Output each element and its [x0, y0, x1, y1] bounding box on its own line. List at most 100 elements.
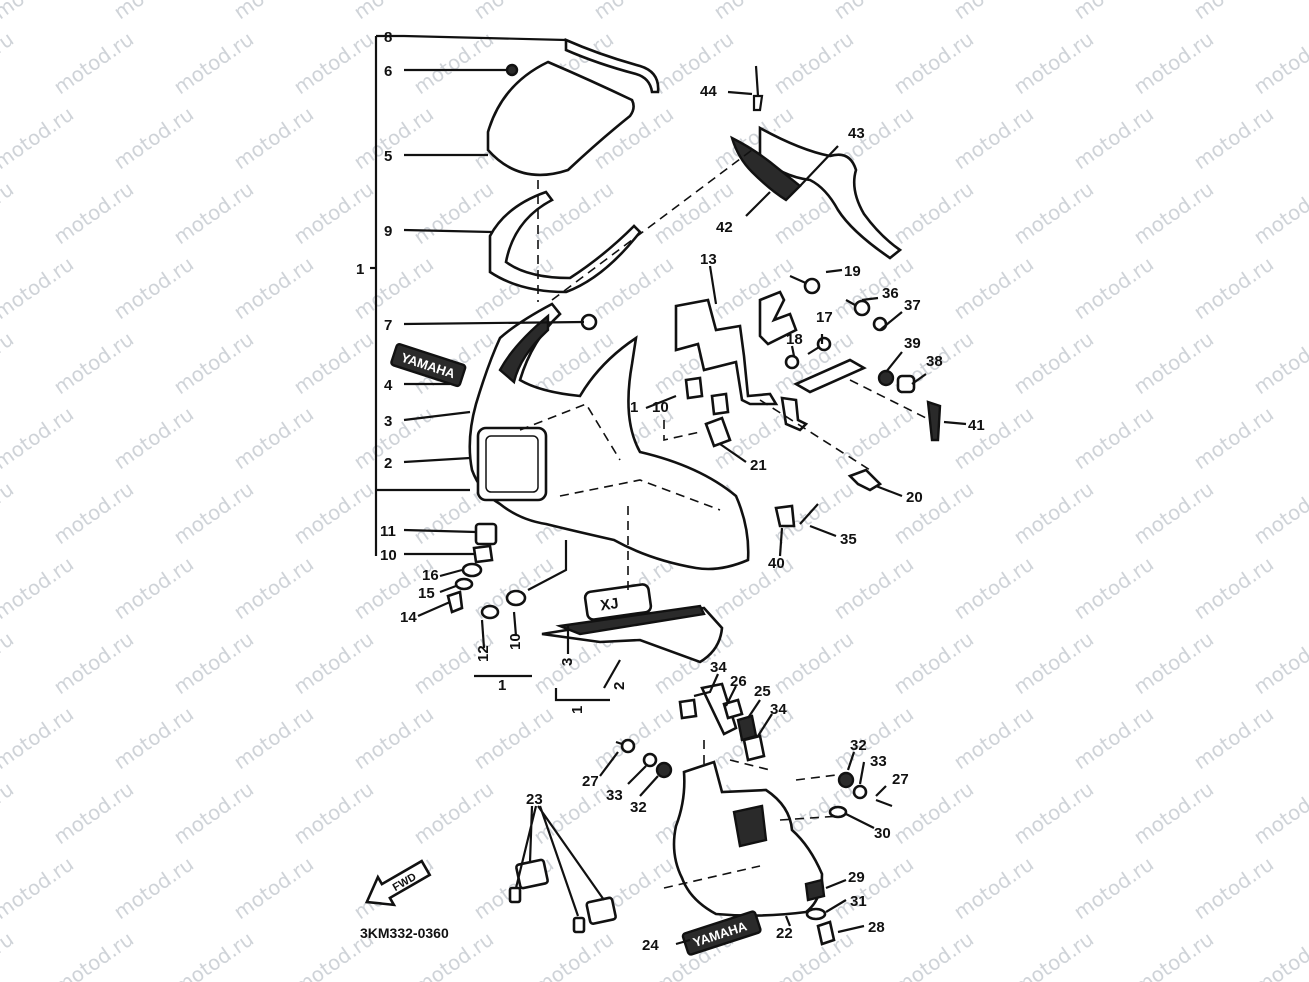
watermark-text: motod.ru [1249, 477, 1309, 549]
screw-27-right [875, 798, 893, 808]
watermark-text: motod.ru [1069, 0, 1158, 24]
watermark-text: motod.ru [1129, 177, 1218, 249]
clip-21 [704, 416, 732, 448]
watermark-text: motod.ru [709, 0, 798, 24]
clip-10-upper [684, 376, 704, 400]
watermark-text: motod.ru [769, 627, 858, 699]
watermark-text: motod.ru [169, 27, 258, 99]
watermark-text: motod.ru [1009, 777, 1098, 849]
watermark-text: motod.ru [109, 852, 198, 924]
washer-33-left [642, 752, 658, 768]
watermark-text: motod.ru [1249, 27, 1309, 99]
watermark-text: motod.ru [1069, 552, 1158, 624]
bolt-17-head [816, 336, 832, 352]
decal-23-b [585, 896, 617, 925]
watermark-text: motod.ru [1069, 852, 1158, 924]
headlight-window-inner [485, 435, 539, 493]
screw-28 [816, 920, 836, 946]
watermark-text: motod.ru [949, 0, 1038, 24]
damper-10 [505, 589, 527, 607]
watermark-text: motod.ru [889, 177, 978, 249]
watermark-text: motod.ru [1249, 177, 1309, 249]
watermark-text: motod.ru [229, 252, 318, 324]
decal-23-d [572, 916, 586, 934]
callout-2-panel: 2 [611, 682, 628, 690]
mirror-base [730, 135, 802, 202]
watermark-text: motod.ru [169, 627, 258, 699]
watermark-text: motod.ru [169, 327, 258, 399]
grommet-7 [580, 313, 598, 331]
watermark-text: motod.ru [0, 702, 78, 774]
windscreen-trim [488, 190, 642, 294]
watermark-text: motod.ru [349, 402, 438, 474]
washer-37 [872, 316, 888, 332]
callout-1-left: 1 [498, 677, 506, 694]
cowling-stay [674, 298, 779, 406]
clip-34-a [678, 698, 698, 720]
watermark-text: motod.ru [1009, 627, 1098, 699]
callout-26: 26 [730, 673, 747, 690]
watermark-text: motod.ru [49, 177, 138, 249]
watermark-text: motod.ru [949, 852, 1038, 924]
callout-35: 35 [840, 531, 857, 548]
watermark-text: motod.ru [0, 852, 78, 924]
watermark-text: motod.ru [1009, 927, 1098, 982]
watermark-text: motod.ru [1189, 552, 1278, 624]
callout-40: 40 [768, 555, 785, 572]
callout-25: 25 [754, 683, 771, 700]
watermark-text: motod.ru [949, 702, 1038, 774]
washer-30 [828, 805, 848, 819]
side-panel [541, 606, 724, 664]
watermark-text: motod.ru [169, 477, 258, 549]
watermark-text: motod.ru [1189, 402, 1278, 474]
watermark-text: motod.ru [889, 627, 978, 699]
watermark-text: motod.ru [289, 627, 378, 699]
callout-2: 2 [384, 455, 392, 472]
nut-32-right [837, 771, 855, 789]
bolt-35 [799, 503, 819, 525]
callout-18: 18 [786, 331, 803, 348]
watermark-text: motod.ru [169, 177, 258, 249]
watermark-text: motod.ru [1189, 252, 1278, 324]
callout-19: 19 [844, 263, 861, 280]
leader-lines [370, 34, 967, 946]
damper-38 [896, 374, 916, 394]
callout-41: 41 [968, 417, 985, 434]
yamaha-decal-lower: YAMAHA [681, 910, 762, 956]
callout-37: 37 [904, 297, 921, 314]
watermark-text: motod.ru [109, 402, 198, 474]
callout-32-left: 32 [630, 799, 647, 816]
callout-28: 28 [868, 919, 885, 936]
watermark-text: motod.ru [829, 552, 918, 624]
callout-11: 11 [380, 523, 396, 540]
watermark-text: motod.ru [1129, 927, 1218, 982]
watermark-text: motod.ru [1069, 252, 1158, 324]
watermark-text: motod.ru [49, 627, 138, 699]
watermark-text: motod.ru [49, 477, 138, 549]
callout-39: 39 [904, 335, 921, 352]
cowling-hidden-edge [519, 403, 621, 461]
watermark-text: motod.ru [109, 552, 198, 624]
washer-33-right [852, 784, 868, 800]
callout-31: 31 [850, 893, 867, 910]
callout-7: 7 [384, 317, 392, 334]
watermark-text: motod.ru [1249, 327, 1309, 399]
watermark-text: motod.ru [409, 777, 498, 849]
watermark-text: motod.ru [229, 852, 318, 924]
bracket-20 [847, 468, 883, 492]
watermark-text: motod.ru [0, 477, 18, 549]
watermark-text: motod.ru [1249, 927, 1309, 982]
callout-32-right: 32 [850, 737, 867, 754]
under-cowling-bracket [700, 682, 738, 736]
callout-16: 16 [422, 567, 439, 584]
watermark-text: motod.ru [229, 102, 318, 174]
stay-foot [780, 396, 809, 432]
under-cowling-vent [732, 804, 768, 848]
watermark-text: motod.ru [229, 552, 318, 624]
callout-34-right: 34 [770, 701, 787, 718]
stay-bracket-arm [758, 290, 798, 346]
grommet [505, 63, 519, 77]
watermark-text: motod.ru [0, 252, 78, 324]
screw-27-left-head [620, 738, 636, 754]
washer-15 [454, 577, 474, 591]
